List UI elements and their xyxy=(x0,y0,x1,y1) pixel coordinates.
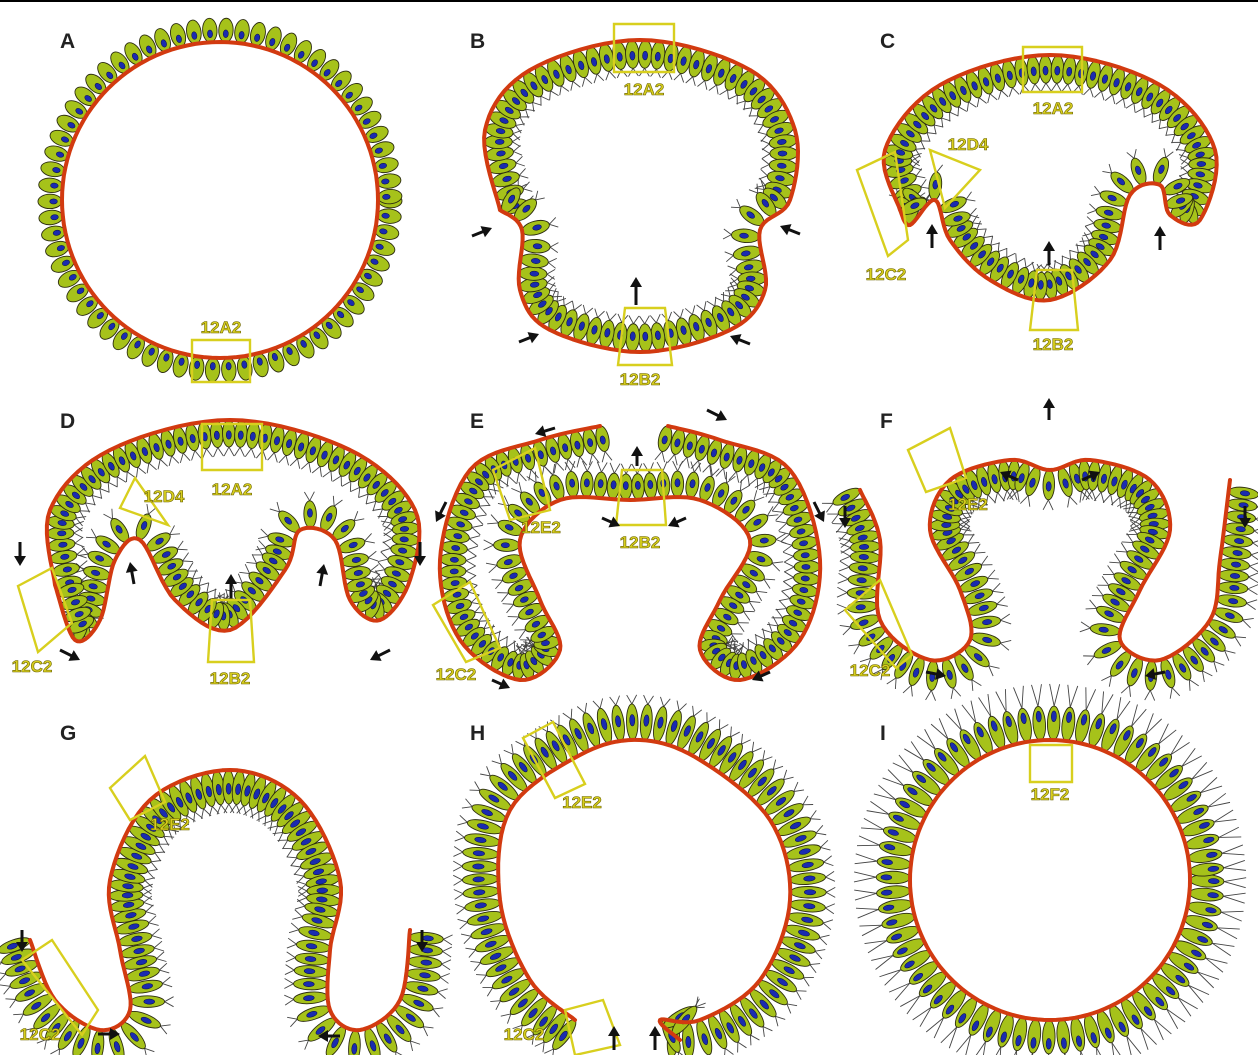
arrow-head xyxy=(1043,398,1055,408)
basal-membrane xyxy=(62,42,378,358)
region-box-label: 12B2 xyxy=(620,370,661,389)
arrow-head xyxy=(316,564,328,575)
region-box-label: 12C2 xyxy=(866,265,907,284)
epithelium xyxy=(854,684,1246,1055)
panel-label: H xyxy=(470,722,485,745)
arrow-head xyxy=(126,562,138,573)
cilia-layer xyxy=(512,68,770,324)
region-box-label: 12B2 xyxy=(210,669,251,688)
panel-label: E xyxy=(470,410,484,433)
cell-layer xyxy=(876,706,1224,1054)
panel-i: I 12F2 xyxy=(854,684,1246,1055)
arrow-head xyxy=(649,1026,661,1036)
region-box-label: 12E2 xyxy=(521,518,561,537)
panel-e: E 12E2 12B2 12C2 xyxy=(433,410,825,689)
cell-layer xyxy=(462,704,826,1055)
region-box-label: 12B2 xyxy=(1033,335,1074,354)
region-box-label: 12A2 xyxy=(201,318,242,337)
region-box-label: 12E2 xyxy=(150,815,190,834)
region-box-label: 12A2 xyxy=(624,80,665,99)
region-box-label: 12A2 xyxy=(212,480,253,499)
region-box-label: 12A2 xyxy=(1033,99,1074,118)
epithelium xyxy=(453,695,835,1055)
arrow-head xyxy=(926,224,938,234)
panel-label: I xyxy=(880,722,886,745)
panel-label: F xyxy=(880,410,893,433)
region-box-label: 12E2 xyxy=(562,793,602,812)
arrow-head xyxy=(225,574,237,584)
panel-label: A xyxy=(60,30,75,53)
panel-c: C 12A2 12D4 12C2 12B2 xyxy=(857,30,1217,354)
region-box-label: 12C2 xyxy=(504,1025,545,1044)
arrow-head xyxy=(630,277,642,287)
cell-layer xyxy=(831,460,1258,691)
region-box-label: 12F2 xyxy=(1031,785,1070,804)
panel-label: C xyxy=(880,30,895,53)
arrow-head xyxy=(631,446,643,456)
panel-h: H 12E2 12C2 xyxy=(453,695,835,1055)
epithelium xyxy=(0,770,453,1055)
region-box-label: 12C2 xyxy=(20,1025,61,1044)
region-box-label: 12C2 xyxy=(12,657,53,676)
arrow-head xyxy=(608,1026,620,1036)
panel-f: F 12E2 12C2 xyxy=(822,398,1258,701)
arrow-head xyxy=(1154,226,1166,236)
region-box-label: 12E2 xyxy=(948,495,988,514)
panel-d: D 12A2 12D4 12C2 12B2 xyxy=(12,410,426,688)
arrow-head xyxy=(1043,241,1055,251)
region-box-label: 12D4 xyxy=(948,135,989,154)
arrow-head xyxy=(14,556,26,566)
panel-b: B 12A2 12B2 xyxy=(470,24,800,389)
region-box-label: 12D4 xyxy=(144,487,185,506)
panel-label: D xyxy=(60,410,75,433)
panel-g: G 12E2 12C2 xyxy=(0,722,453,1055)
region-box xyxy=(1030,745,1072,782)
panel-label: G xyxy=(60,722,76,745)
panel-label: B xyxy=(470,30,485,53)
panel-a: A 12A2 xyxy=(38,18,402,382)
region-box-label: 12C2 xyxy=(436,665,477,684)
region-box-label: 12C2 xyxy=(850,661,891,680)
epithelium xyxy=(47,420,420,643)
region-box-label: 12B2 xyxy=(620,533,661,552)
